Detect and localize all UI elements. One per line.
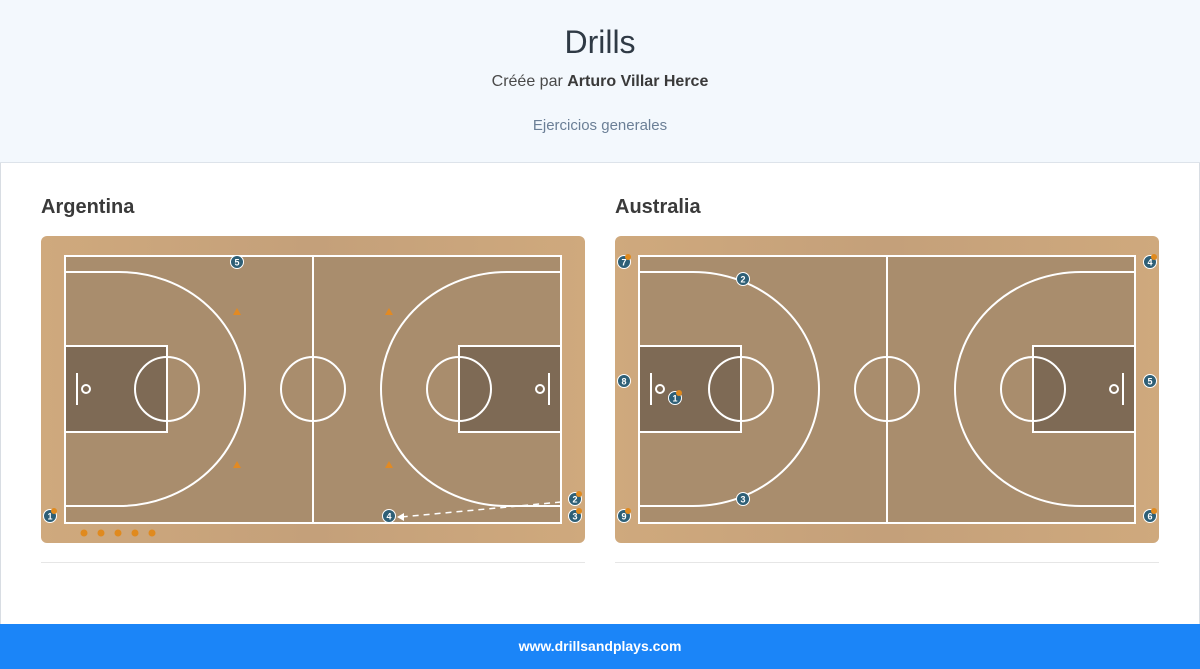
player-marker[interactable]: 1 (43, 508, 58, 523)
player-marker[interactable]: 2 (568, 491, 583, 506)
player-marker[interactable]: 7 (617, 254, 632, 269)
paint-left (65, 346, 167, 432)
drill-title[interactable]: Australia (615, 196, 701, 218)
drill-card-argentina[interactable]: Argentina (41, 196, 585, 563)
player-number: 3 (740, 495, 745, 505)
player-number: 1 (672, 394, 677, 404)
player-number: 5 (1147, 377, 1152, 387)
player-number: 1 (47, 512, 52, 522)
hoop-left (655, 384, 665, 394)
player-number: 8 (621, 377, 626, 387)
cone-icon (233, 461, 241, 468)
court-lines (638, 255, 1136, 524)
player-marker[interactable]: 9 (617, 508, 632, 523)
player-marker[interactable]: 4 (1143, 254, 1158, 269)
created-by-label: Créée par (491, 73, 563, 90)
player-marker[interactable]: 3 (568, 508, 583, 523)
hoop-right (535, 384, 545, 394)
hoop-right (1109, 384, 1119, 394)
hoop-left (81, 384, 91, 394)
page-title: Drills (564, 24, 636, 60)
player-number: 5 (234, 258, 239, 268)
drills-header: Drills Créée par Arturo Villar Herce Eje… (0, 0, 1200, 163)
ball-icon (80, 529, 88, 537)
player-marker[interactable]: 4 (382, 509, 396, 523)
player-marker[interactable]: 3 (736, 492, 750, 506)
arrow-head-icon (397, 513, 404, 521)
author-name[interactable]: Arturo Villar Herce (567, 73, 709, 90)
paint-right (1033, 346, 1135, 432)
player-marker[interactable]: 5 (230, 255, 244, 269)
divider (41, 562, 585, 563)
ball-icon (131, 529, 139, 537)
player-marker[interactable]: 6 (1143, 508, 1158, 523)
ball-icon (1151, 254, 1157, 260)
paint-right (459, 346, 561, 432)
category-label[interactable]: Ejercicios generales (532, 117, 668, 134)
player-number: 4 (386, 512, 391, 522)
player-marker[interactable]: 2 (736, 272, 750, 286)
ball-icon (51, 508, 57, 514)
ball-icon (1151, 508, 1157, 514)
court-diagram-argentina[interactable]: 5 1 4 2 3 (41, 236, 585, 543)
ball-icon (114, 529, 122, 537)
player-number: 3 (572, 512, 577, 522)
ball-rack (80, 529, 156, 537)
pass-arrow (400, 501, 562, 518)
player-number: 7 (621, 258, 626, 268)
ball-icon (97, 529, 105, 537)
player-number: 9 (621, 512, 626, 522)
ball-icon (576, 491, 582, 497)
author-byline: Créée par Arturo Villar Herce (0, 73, 1200, 91)
player-number: 4 (1147, 258, 1152, 268)
ball-icon (576, 508, 582, 514)
ball-icon (676, 390, 682, 396)
footer-site-link[interactable]: www.drillsandplays.com (518, 638, 682, 654)
court-diagram-australia[interactable]: 7 2 8 1 3 9 4 5 (615, 236, 1159, 543)
ball-icon (625, 508, 631, 514)
player-number: 6 (1147, 512, 1152, 522)
cone-icon (385, 461, 393, 468)
site-footer: www.drillsandplays.com (0, 624, 1200, 669)
drill-card-australia[interactable]: Australia (615, 196, 1159, 563)
player-marker[interactable]: 8 (617, 374, 631, 388)
ball-icon (625, 254, 631, 260)
cones (233, 308, 393, 468)
player-marker[interactable]: 1 (668, 390, 683, 405)
ball-icon (148, 529, 156, 537)
court-lines (64, 255, 562, 524)
player-number: 2 (740, 275, 745, 285)
cone-icon (385, 308, 393, 315)
divider (615, 562, 1159, 563)
cone-icon (233, 308, 241, 315)
paint-left (639, 346, 741, 432)
player-number: 2 (572, 495, 577, 505)
player-marker[interactable]: 5 (1143, 374, 1157, 388)
drill-title[interactable]: Argentina (41, 196, 135, 218)
